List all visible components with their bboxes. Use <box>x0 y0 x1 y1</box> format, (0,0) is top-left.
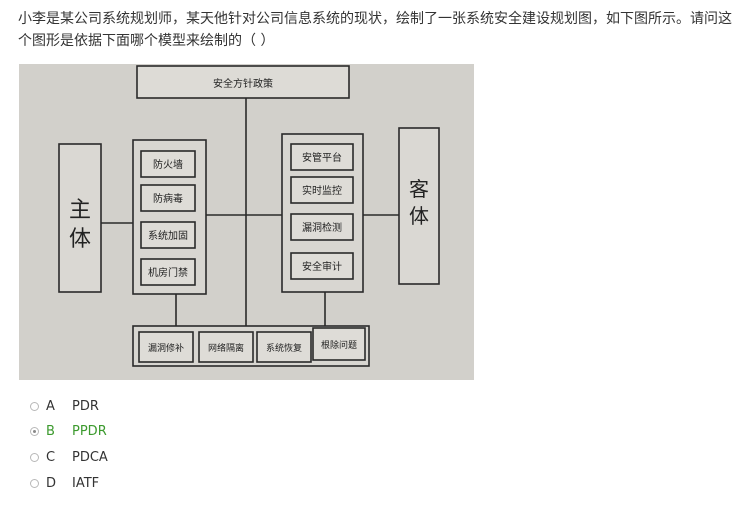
right-item-box <box>290 252 354 280</box>
object-char-1: 客 <box>409 177 429 201</box>
left-item-label: 机房门禁 <box>148 266 188 279</box>
right-item-box <box>290 143 354 171</box>
option-a-text: PDR <box>72 398 99 414</box>
security-plan-diagram: 安全方针政策 主 体 客 体 防火墙 防病毒 系统加固 机房门禁 安管平台 实时… <box>19 64 474 380</box>
right-item-box <box>290 176 354 204</box>
option-d-radio[interactable] <box>30 478 39 488</box>
left-item-box <box>140 221 196 249</box>
right-item-box <box>290 213 354 241</box>
option-a-radio[interactable] <box>30 401 39 411</box>
bottom-item-label: 网络隔离 <box>208 342 244 354</box>
option-b-text: PPDR <box>72 423 107 439</box>
option-c-letter: C <box>46 449 56 465</box>
subject-box <box>58 143 102 293</box>
bottom-item-box <box>198 331 254 363</box>
object-char-2: 体 <box>409 204 429 228</box>
option-d[interactable]: D IATF <box>30 471 230 495</box>
bottom-item-label: 系统恢复 <box>266 342 302 354</box>
option-c-radio[interactable] <box>30 452 39 462</box>
right-item-label: 实时监控 <box>302 184 342 197</box>
right-item-label: 安管平台 <box>302 151 342 164</box>
right-item-label: 安全审计 <box>302 260 342 273</box>
bottom-item-box <box>138 331 194 363</box>
left-item-box <box>140 184 196 212</box>
option-d-text: IATF <box>72 475 100 491</box>
option-c-text: PDCA <box>72 449 108 465</box>
option-d-letter: D <box>46 475 57 491</box>
policy-box <box>136 65 350 99</box>
option-a-letter: A <box>46 398 55 414</box>
question-text: 小李是某公司系统规划师，某天他针对公司信息系统的现状，绘制了一张系统安全建设规划… <box>18 11 732 49</box>
subject-char-2: 体 <box>69 227 91 252</box>
bottom-item-box <box>312 327 366 361</box>
left-item-label: 防火墙 <box>153 158 183 171</box>
left-item-label: 防病毒 <box>153 192 183 205</box>
bottom-item-label: 根除问题 <box>321 339 357 351</box>
bottom-item-label: 漏洞修补 <box>148 342 184 354</box>
option-b[interactable]: B PPDR <box>30 419 230 443</box>
left-item-box <box>140 258 196 286</box>
option-b-letter: B <box>46 423 55 439</box>
bottom-item-box <box>256 331 312 363</box>
left-item-label: 系统加固 <box>148 229 188 242</box>
object-box <box>398 127 440 285</box>
subject-char-1: 主 <box>69 198 91 223</box>
left-item-box <box>140 150 196 178</box>
right-item-label: 漏洞检测 <box>302 221 342 234</box>
option-a[interactable]: A PDR <box>30 394 230 418</box>
option-b-radio[interactable] <box>30 426 39 436</box>
option-c[interactable]: C PDCA <box>30 445 230 469</box>
policy-label: 安全方针政策 <box>213 77 273 90</box>
